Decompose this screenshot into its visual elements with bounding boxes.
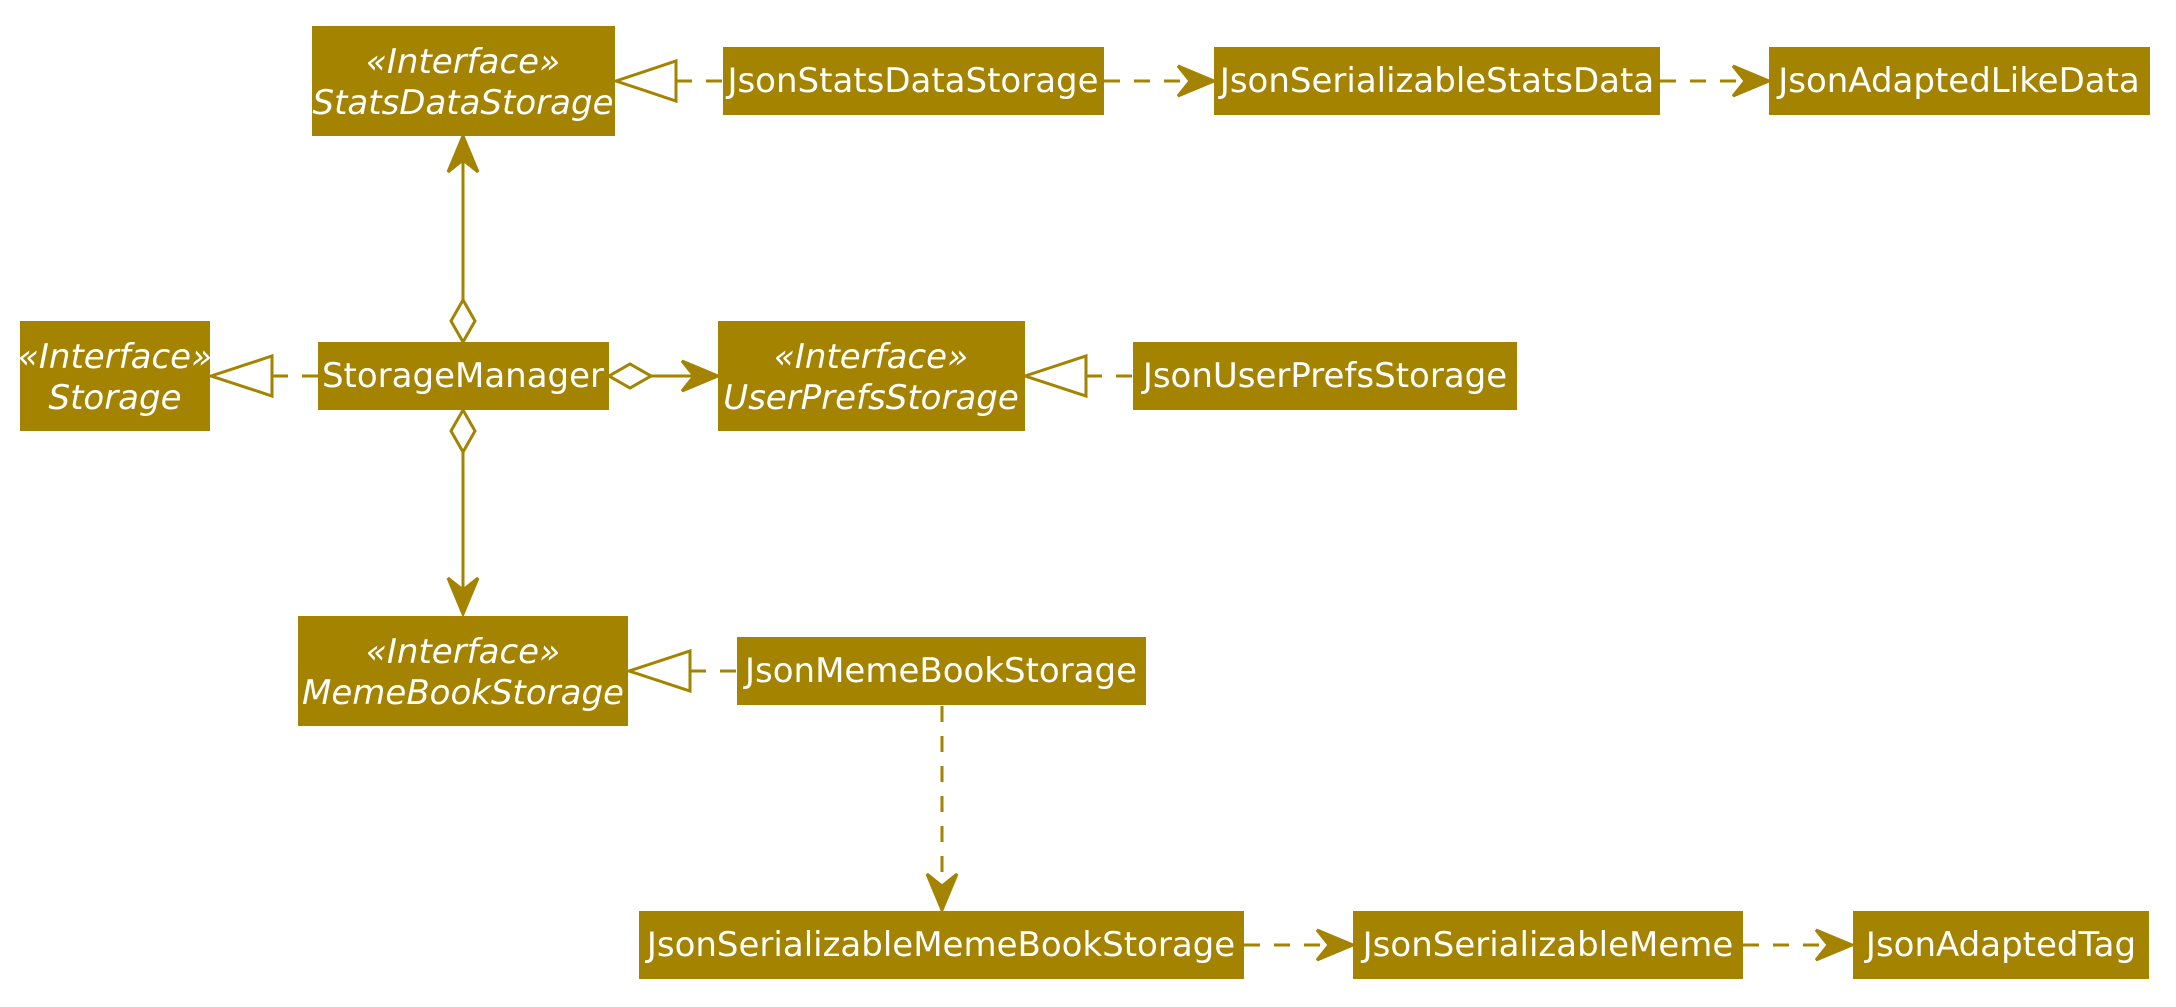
node-json-user-prefs-storage: JsonUserPrefsStorage [1133,342,1517,410]
edge-storage-manager-to-storage [206,353,318,399]
node-stats-data-storage-stereotype: «Interface» [366,42,560,82]
edge-json-serializable-stats-data-to-json-adapted-like-data [1660,64,1773,98]
edge-storage-manager-to-user-prefs-storage [605,359,722,393]
node-json-adapted-tag-name: JsonAdaptedTag [1864,925,2136,965]
node-json-serializable-meme-book-storage-name: JsonSerializableMemeBookStorage [645,925,1235,965]
node-storage-name: Storage [48,378,181,418]
edge-json-user-prefs-storage-to-user-prefs-storage [1020,353,1132,399]
node-user-prefs-storage-name: UserPrefsStorage [723,378,1019,418]
node-json-adapted-like-data-name: JsonAdaptedLikeData [1776,61,2140,101]
edge-json-meme-book-storage-to-meme-book-storage [624,648,736,694]
edge-json-serializable-meme-book-storage-to-json-serializable-meme [1244,928,1357,962]
node-meme-book-storage-stereotype: «Interface» [366,632,560,672]
node-json-adapted-like-data: JsonAdaptedLikeData [1769,47,2150,115]
edge-json-stats-data-storage-to-stats-data-storage [611,58,722,104]
node-json-serializable-meme-book-storage: JsonSerializableMemeBookStorage [639,911,1244,979]
edge-json-stats-data-storage-to-json-serializable-stats-data [1104,64,1218,98]
node-json-serializable-meme: JsonSerializableMeme [1353,911,1743,979]
node-storage-stereotype: «Interface» [18,337,212,377]
node-stats-data-storage-name: StatsDataStorage [312,83,613,123]
node-json-stats-data-storage-name: JsonStatsDataStorage [725,61,1098,101]
node-meme-book-storage-name: MemeBookStorage [302,673,624,713]
node-json-meme-book-storage-name: JsonMemeBookStorage [743,651,1137,691]
node-json-serializable-stats-data: JsonSerializableStatsData [1214,47,1660,115]
node-json-user-prefs-storage-name: JsonUserPrefsStorage [1141,356,1507,396]
node-json-meme-book-storage: JsonMemeBookStorage [737,637,1146,705]
node-json-stats-data-storage: JsonStatsDataStorage [723,47,1104,115]
node-user-prefs-storage: «Interface» UserPrefsStorage [718,321,1025,431]
edge-storage-manager-to-stats-data-storage [446,132,480,346]
edge-storage-manager-to-meme-book-storage [446,406,480,618]
node-user-prefs-storage-stereotype: «Interface» [774,337,968,377]
edge-json-serializable-meme-to-json-adapted-tag [1743,928,1856,962]
node-json-serializable-meme-name: JsonSerializableMeme [1361,925,1734,965]
node-storage: «Interface» Storage [18,321,212,431]
node-json-adapted-tag: JsonAdaptedTag [1853,911,2149,979]
node-storage-manager: StorageManager [318,342,609,410]
node-stats-data-storage: «Interface» StatsDataStorage [312,26,615,136]
node-meme-book-storage: «Interface» MemeBookStorage [298,616,628,726]
edge-json-meme-book-storage-to-json-serializable-meme-book-storage [925,706,959,914]
node-storage-manager-name: StorageManager [322,356,604,396]
node-json-serializable-stats-data-name: JsonSerializableStatsData [1218,61,1654,101]
